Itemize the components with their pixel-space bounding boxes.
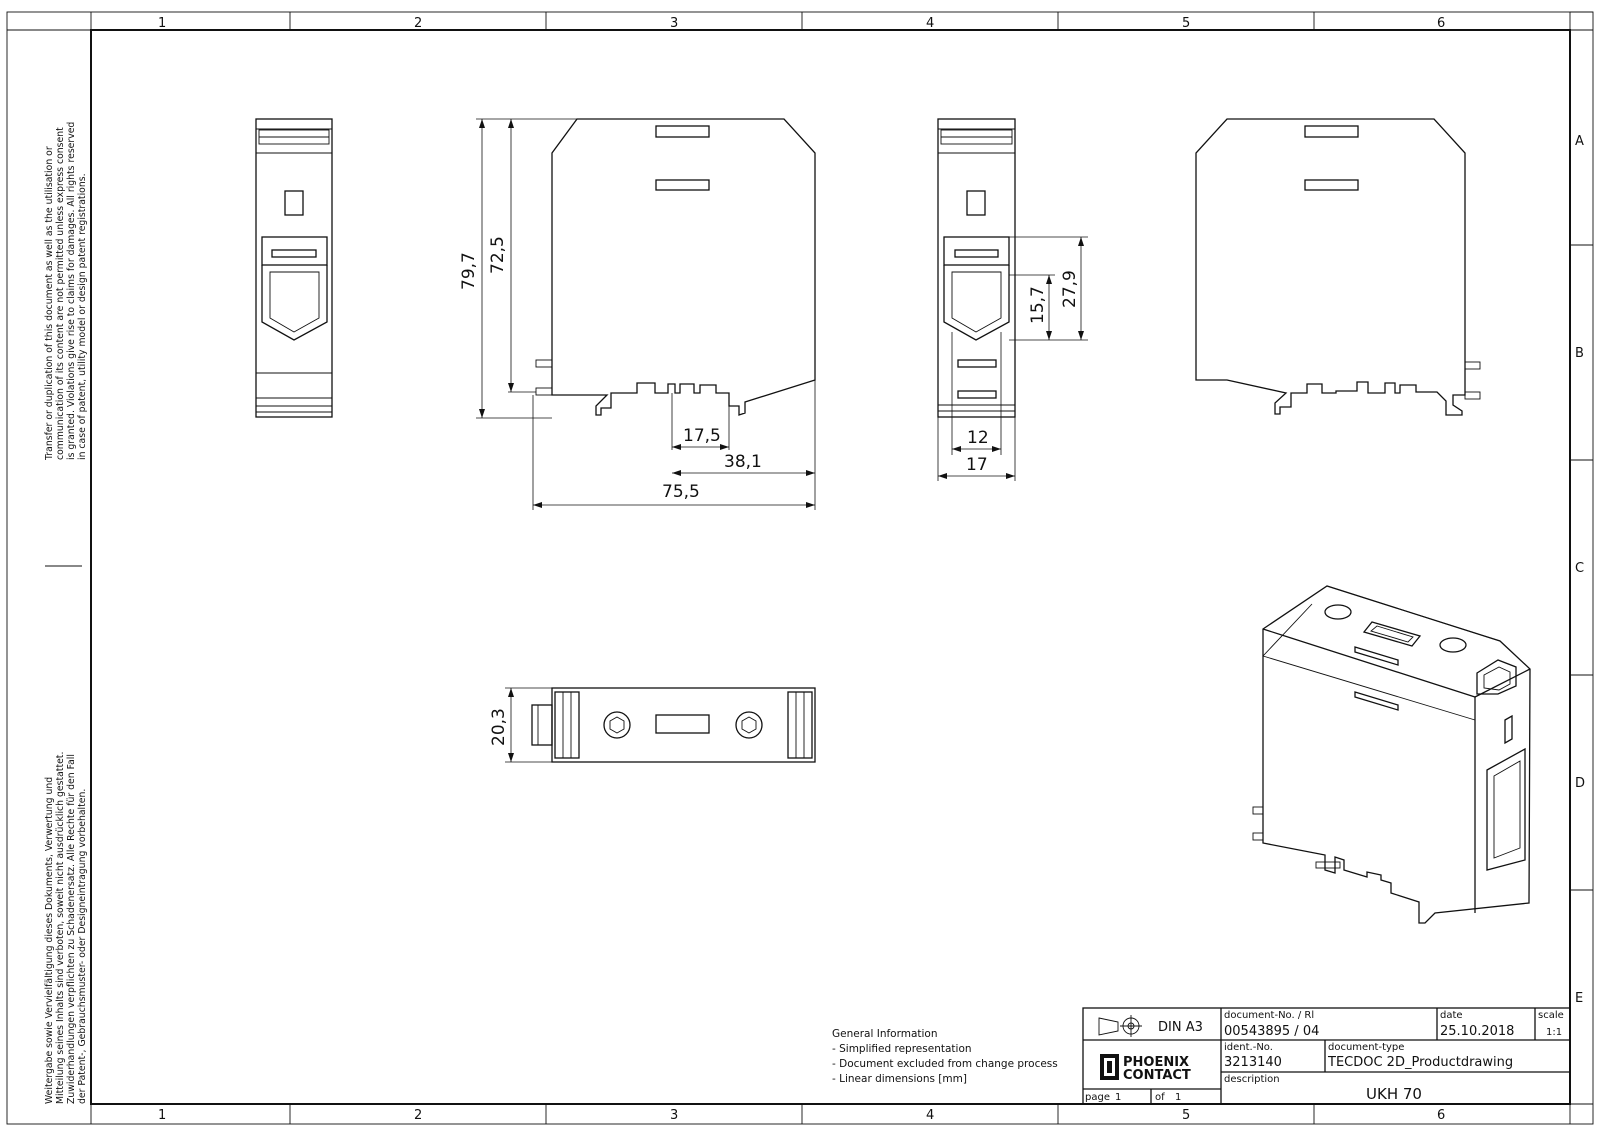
col-label-top-1: 1 [158,16,166,31]
title-block: DIN A3 PHOENIX CONTACT page 1 of 1 docum… [1082,1007,1571,1105]
front-view-dimensioned [937,118,1016,418]
drawing-frame [90,29,1571,1105]
tb-scale: 1:1 [1546,1027,1562,1038]
col-label-bottom-5: 5 [1182,1108,1190,1123]
tb-page-label: page [1085,1092,1110,1103]
dim-height-body: 72,5 [488,236,508,274]
dim-width-total: 75,5 [662,482,700,502]
tb-doc-no: 00543895 / 04 [1224,1024,1319,1039]
tb-doc-no-label: document-No. / Rl [1224,1010,1314,1021]
bottom-view [531,687,816,763]
dim-width-mid: 38,1 [724,452,762,472]
tb-of-label: of [1155,1092,1165,1103]
dimensions-side-view: 79,7 72,5 17,5 38,1 75,5 [459,118,816,510]
front-view-left [255,118,333,418]
row-label-e: E [1575,991,1583,1006]
outer-border [6,11,1594,1125]
legal-text-en: Transfer or duplication of this document… [44,122,88,461]
col-label-bottom-1: 1 [158,1108,166,1123]
tb-date: 25.10.2018 [1440,1024,1514,1039]
dim-side-h1: 15,7 [1028,286,1048,324]
dim-bottom-h: 20,3 [489,708,509,746]
svg-text:Mitteilung seines Inhalts sind: Mitteilung seines Inhalts sind verboten,… [55,752,66,1104]
notes-line-3: - Linear dimensions [mm] [832,1073,967,1085]
row-dividers [1570,244,1593,891]
dimensions-bottom-view: 20,3 [489,687,552,763]
svg-text:Transfer or duplication of thi: Transfer or duplication of this document… [44,146,55,461]
dim-side-w2: 17 [966,455,988,475]
tb-page: 1 [1115,1092,1121,1103]
side-view-rear [1195,118,1481,416]
col-label-top-4: 4 [926,16,934,31]
tb-date-label: date [1440,1010,1463,1021]
dim-width-slot: 17,5 [683,426,721,446]
row-label-d: D [1575,776,1585,791]
tb-of: 1 [1175,1092,1181,1103]
tb-ident-label: ident.-No. [1224,1042,1273,1053]
dim-side-h2: 27,9 [1060,270,1080,308]
row-label-a: A [1575,134,1584,149]
tb-scale-label: scale [1538,1010,1564,1021]
notes-heading: General Information [832,1028,938,1040]
tb-doctype: TECDOC 2D_Productdrawing [1327,1055,1513,1070]
col-label-bottom-6: 6 [1437,1108,1445,1123]
svg-text:der Patent-, Gebrauchsmuster-: der Patent-, Gebrauchsmuster- oder Desig… [77,789,88,1104]
column-dividers [289,12,1315,1124]
dimensions-front-view: 15,7 27,9 12 17 [937,236,1088,481]
legal-text-de: Weitergabe sowie Vervielfältigung dieses… [44,752,88,1104]
projection-symbol-icon [1098,1015,1142,1037]
col-label-bottom-3: 3 [670,1108,678,1123]
tb-format: DIN A3 [1158,1020,1203,1035]
dim-height-total: 79,7 [459,252,479,290]
svg-text:Weitergabe sowie Vervielfältig: Weitergabe sowie Vervielfältigung dieses… [44,777,55,1104]
col-label-top-2: 2 [414,16,422,31]
col-label-top-3: 3 [670,16,678,31]
row-label-b: B [1575,346,1584,361]
col-label-top-5: 5 [1182,16,1190,31]
svg-text:Zuwiderhandlungen verpflichten: Zuwiderhandlungen verpflichten zu Schade… [66,754,77,1104]
notes-line-1: - Simplified representation [832,1043,972,1055]
phoenix-contact-logo: PHOENIX CONTACT [1100,1054,1191,1083]
notes-line-2: - Document excluded from change process [832,1058,1058,1070]
col-label-bottom-2: 2 [414,1108,422,1123]
col-label-top-6: 6 [1437,16,1445,31]
svg-text:is granted. Violations give ri: is granted. Violations give rise to clai… [66,122,77,460]
tb-doctype-label: document-type [1328,1042,1404,1053]
dim-side-w1: 12 [967,428,989,448]
svg-text:in case of patent, utility mod: in case of patent, utility model or desi… [77,173,88,460]
svg-text:PHOENIX: PHOENIX [1123,1055,1189,1070]
row-label-c: C [1575,561,1584,576]
tb-ident: 3213140 [1224,1055,1282,1070]
side-view-main [535,118,816,416]
tb-desc: UKH 70 [1366,1085,1422,1103]
general-information: General Information - Simplified represe… [832,1028,1058,1085]
svg-text:CONTACT: CONTACT [1123,1068,1191,1083]
col-label-bottom-4: 4 [926,1108,934,1123]
isometric-view [1252,585,1531,924]
tb-desc-label: description [1224,1074,1280,1085]
svg-text:communication of its content a: communication of its content are not per… [55,127,66,460]
